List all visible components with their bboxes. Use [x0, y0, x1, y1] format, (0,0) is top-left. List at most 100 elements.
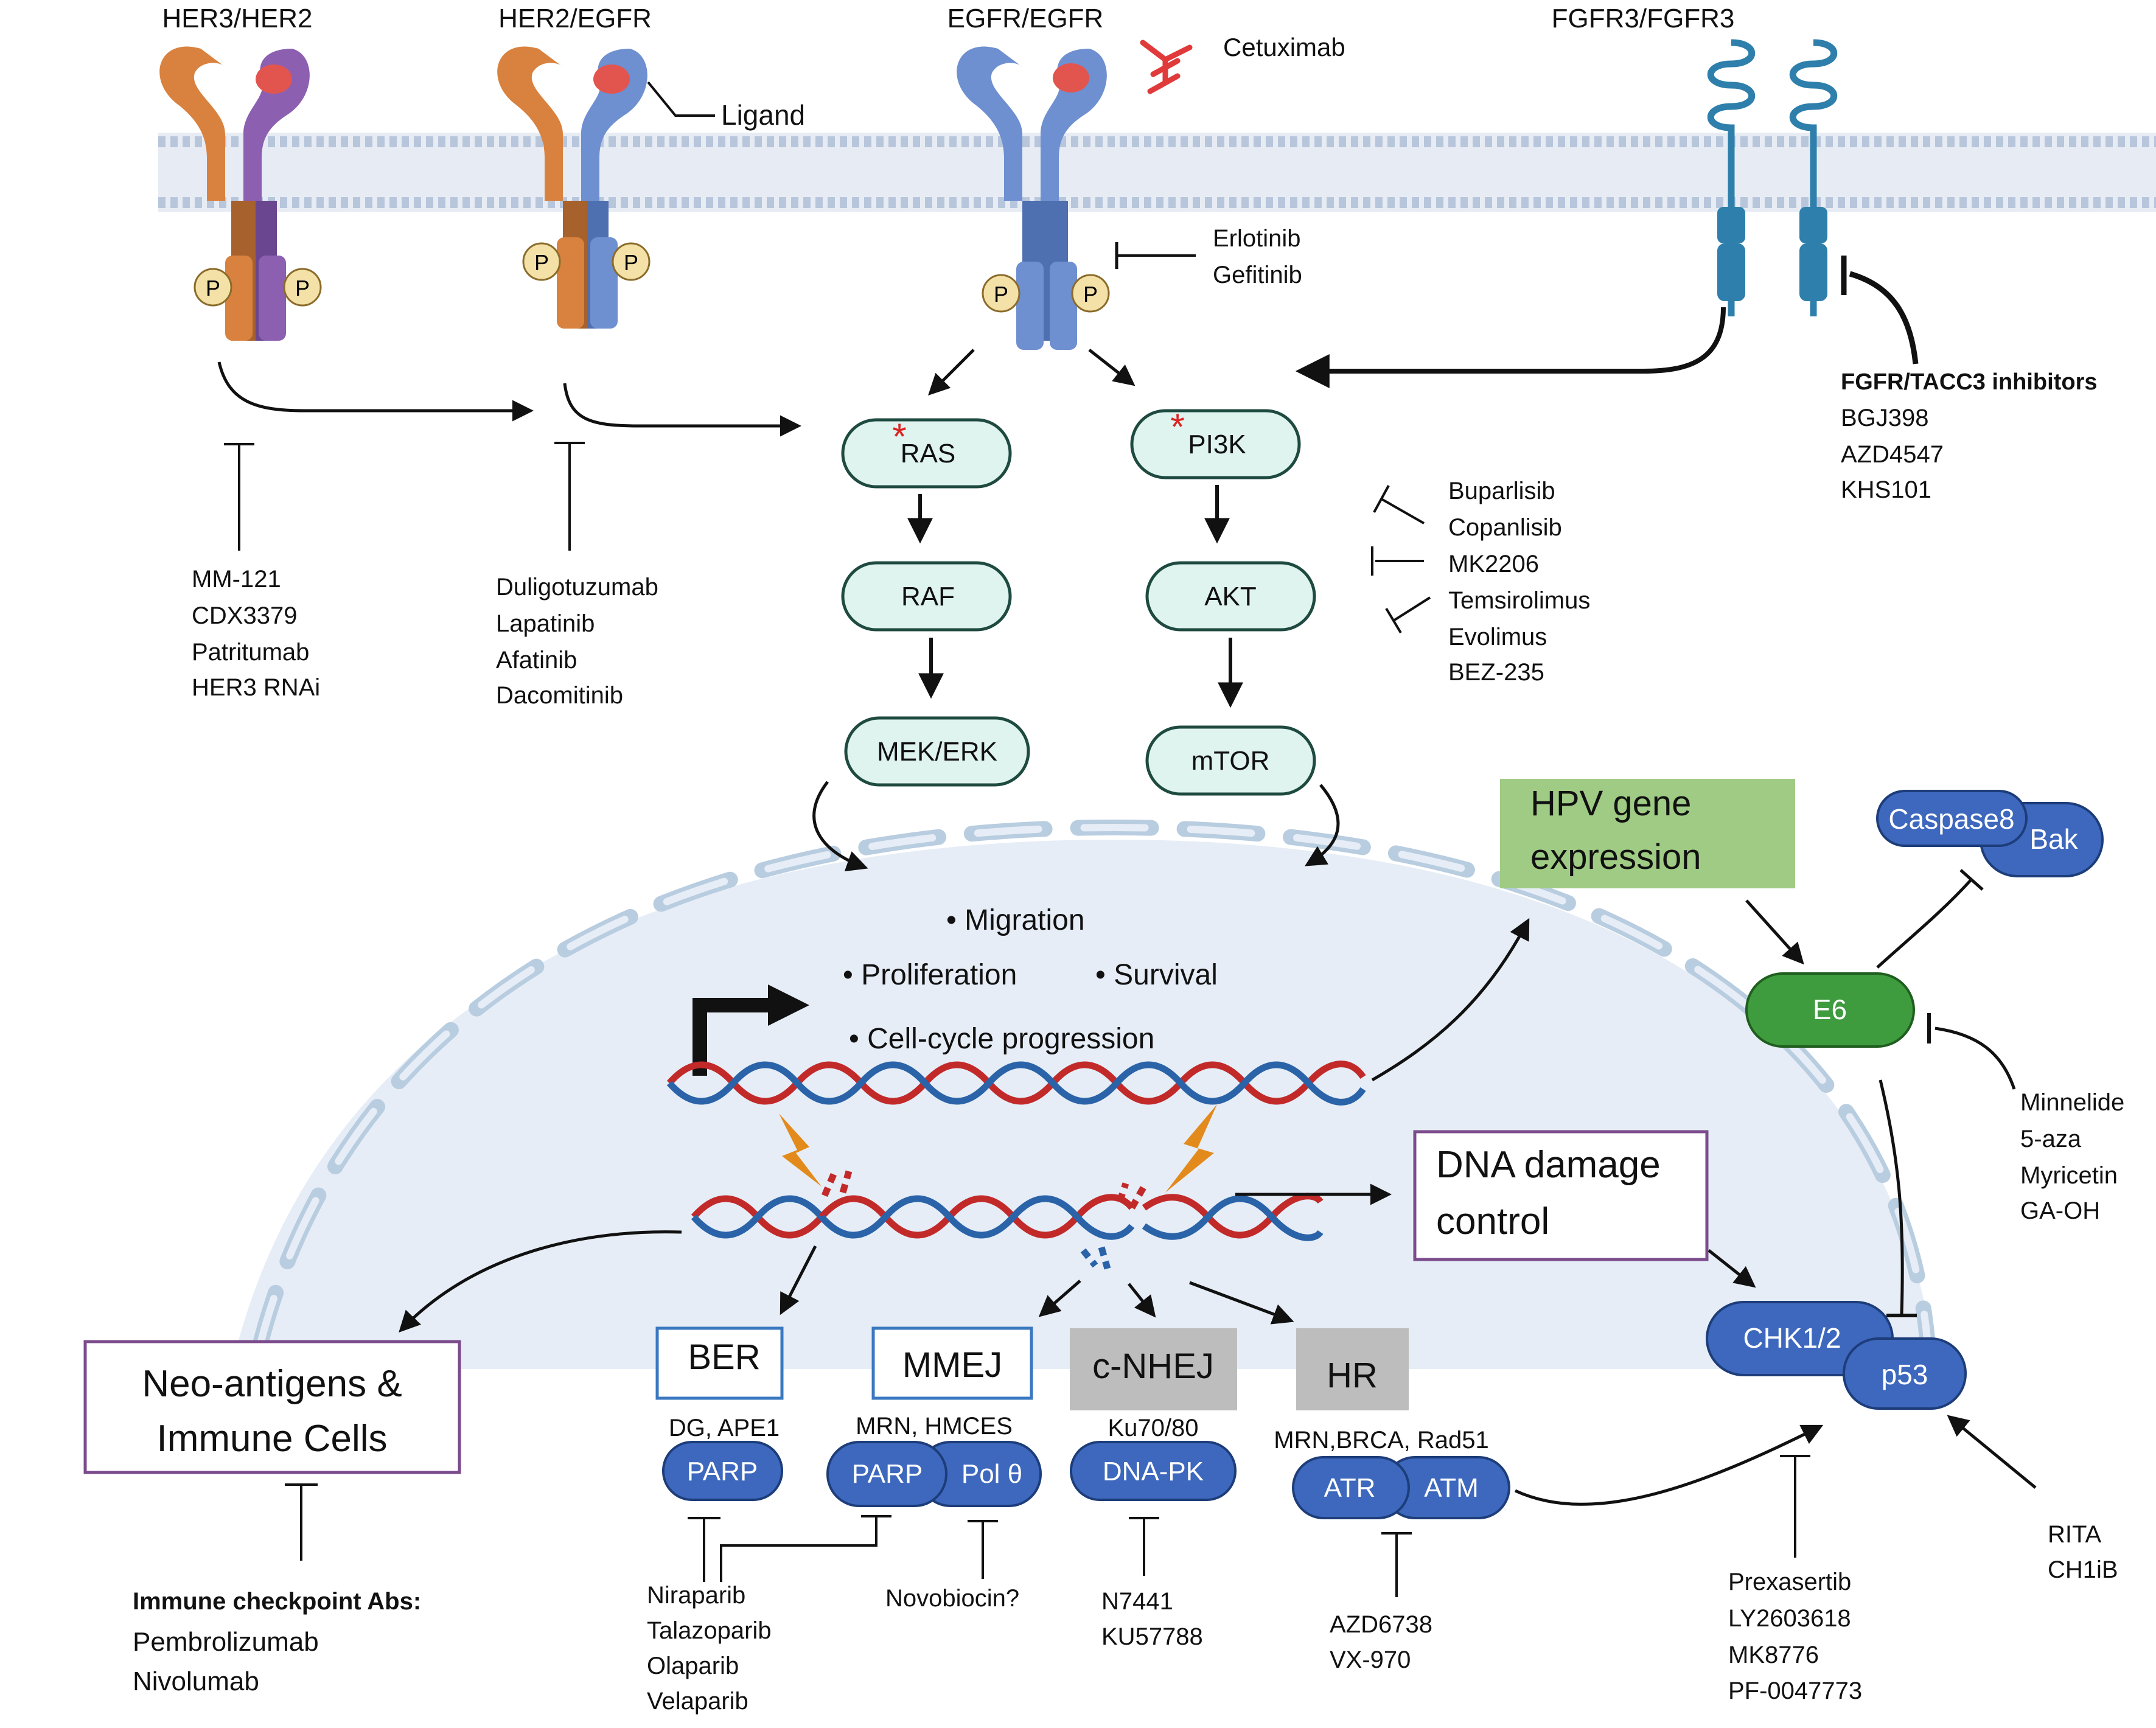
receptor-title-her2-egfr: HER2/EGFR [498, 4, 652, 33]
e6-label: E6 [1813, 994, 1847, 1025]
ras-pathway: * RAS RAF MEK/ERK [841, 416, 1030, 787]
arrow-damage-to-chk [1708, 1249, 1756, 1288]
raf-label: RAF [901, 582, 955, 611]
arrow-dna-to-hpv [1371, 918, 1530, 1082]
hr-box [1296, 1328, 1409, 1410]
receptor-title-fgfr3-fgfr3: FGFR3/FGFR3 [1552, 4, 1735, 33]
fgfr-drug: KHS101 [1841, 476, 1931, 503]
hpv-gene-expression-box [1500, 779, 1795, 888]
p53-node [1843, 1337, 1967, 1410]
her2-drug: Lapatinib [496, 610, 595, 637]
chk-drug: MK8776 [1728, 1642, 1819, 1668]
arrow-to-mmej [1038, 1280, 1081, 1317]
atr-node [1292, 1456, 1410, 1519]
dna-helix-damaged [691, 1170, 1324, 1270]
arrow-her3-to-her2 [217, 361, 534, 422]
polq-drug: Novobiocin? [885, 1585, 1019, 1612]
arrow-fgfr-to-pi3k [1295, 307, 1726, 388]
outcome-cell-cycle: • Cell-cycle progression [849, 1023, 1154, 1055]
outcome-proliferation: • Proliferation [843, 959, 1017, 991]
pi3k-pathway: * PI3K AKT mTOR [1130, 406, 1316, 796]
ras-label: RAS [901, 439, 955, 469]
phospho-label: P [534, 250, 549, 275]
chk-drug: LY2603618 [1728, 1605, 1851, 1632]
raf-node [841, 561, 1012, 632]
her3-drug: MM-121 [192, 566, 281, 593]
mek-erk-node [844, 716, 1030, 787]
phospho-label: P [1083, 282, 1098, 307]
arrow-mtor-to-nucleus [1304, 784, 1340, 866]
ber-factors: DG, APE1 [669, 1415, 780, 1441]
her3-drug: Patritumab [192, 639, 309, 666]
phospho-label: P [624, 250, 638, 275]
pi3k-node [1130, 409, 1301, 479]
arrow-rita-to-p53 [1947, 1415, 2037, 1489]
dnapk-drug: KU57788 [1101, 1623, 1203, 1650]
ber-box [655, 1326, 784, 1400]
receptor-her2-egfr: P P [497, 46, 715, 329]
atm-label: ATM [1424, 1473, 1479, 1503]
receptor-fgfr3-fgfr3 [1707, 39, 1838, 316]
her2-drug: Afatinib [496, 647, 577, 674]
neo-antigens-box [83, 1340, 461, 1474]
fgfr-drug: AZD4547 [1841, 441, 1944, 468]
receptor-title-egfr-egfr: EGFR/EGFR [947, 4, 1104, 33]
pi3k-inhibitor-marks [1371, 485, 1431, 634]
mmej-label: MMEJ [902, 1345, 1002, 1385]
her3-drug: CDX3379 [192, 602, 297, 629]
tki-drug: Erlotinib [1213, 225, 1301, 252]
her3-drug: HER3 RNAi [192, 674, 320, 701]
e6-drug: 5-aza [2020, 1126, 2082, 1152]
arrow-mek-to-nucleus [812, 781, 868, 872]
fgfr-inhibitor-line [1849, 271, 1919, 364]
akt-label: AKT [1204, 582, 1257, 611]
neo-antigens-line: Neo-antigens & [142, 1363, 402, 1405]
phospho-label: P [295, 276, 310, 301]
lightning-icon [779, 1113, 822, 1186]
cell-membrane [158, 133, 2156, 212]
ber-label: BER [688, 1337, 760, 1377]
ligand-pointer [647, 81, 715, 117]
cnhej-factors: Ku70/80 [1108, 1415, 1198, 1441]
parp-drug: Talazoparib [647, 1617, 772, 1644]
p53-activator: RITA [2048, 1521, 2101, 1548]
cnhej-label: c-NHEJ [1092, 1347, 1214, 1386]
caspase8-node [1876, 790, 2028, 847]
mmej-box [871, 1326, 1033, 1400]
e6-drug-inhibitor-line [1934, 1026, 2016, 1090]
e6-drug: GA-OH [2020, 1197, 2100, 1224]
e6-inhibits-p53 [1879, 1079, 1904, 1315]
e6-inhibits-caspase [1876, 878, 1973, 969]
caspase8-label: Caspase8 [1888, 803, 2014, 835]
dnapk-label: DNA-PK [1103, 1457, 1204, 1486]
hpv-box-line: expression [1530, 837, 1701, 877]
mmej-parp-node [826, 1441, 947, 1507]
dnapk-node [1070, 1441, 1237, 1501]
receptor-egfr-egfr: P P [957, 46, 1110, 350]
receptor-her3-her2: P P [159, 46, 322, 341]
mutation-marker: * [1170, 406, 1184, 447]
arrow-her2-to-ras [563, 383, 801, 437]
pi3k-label: PI3K [1188, 430, 1246, 459]
pi3k-drug: Evolimus [1448, 624, 1547, 650]
arrow-to-ber [780, 1245, 817, 1315]
parp-drug: Olaparib [647, 1653, 739, 1679]
arrow-egfr-to-ras [928, 349, 975, 395]
mmej-factors: MRN, HMCES [856, 1413, 1013, 1440]
receptor-title-her3-her2: HER3/HER2 [162, 4, 313, 33]
immune-drug: Nivolumab [133, 1667, 259, 1696]
e6-drug: Myricetin [2020, 1162, 2118, 1189]
dna-helix-top [666, 1061, 1366, 1106]
parp-drug: Velaparib [647, 1688, 748, 1715]
dna-damage-line: control [1436, 1200, 1549, 1242]
outcome-migration: • Migration [946, 904, 1085, 936]
cetuximab-antibody-icon [1140, 40, 1193, 94]
pi3k-drug: Buparlisib [1448, 478, 1555, 504]
akt-node [1145, 561, 1316, 632]
outcome-survival: • Survival [1095, 959, 1218, 991]
arrow-egfr-to-pi3k [1088, 349, 1136, 386]
p53-label: p53 [1882, 1359, 1928, 1390]
pi3k-drug: Temsirolimus [1448, 587, 1590, 614]
parp-drug: Niraparib [647, 1582, 745, 1609]
bak-label: Bak [2029, 823, 2078, 855]
